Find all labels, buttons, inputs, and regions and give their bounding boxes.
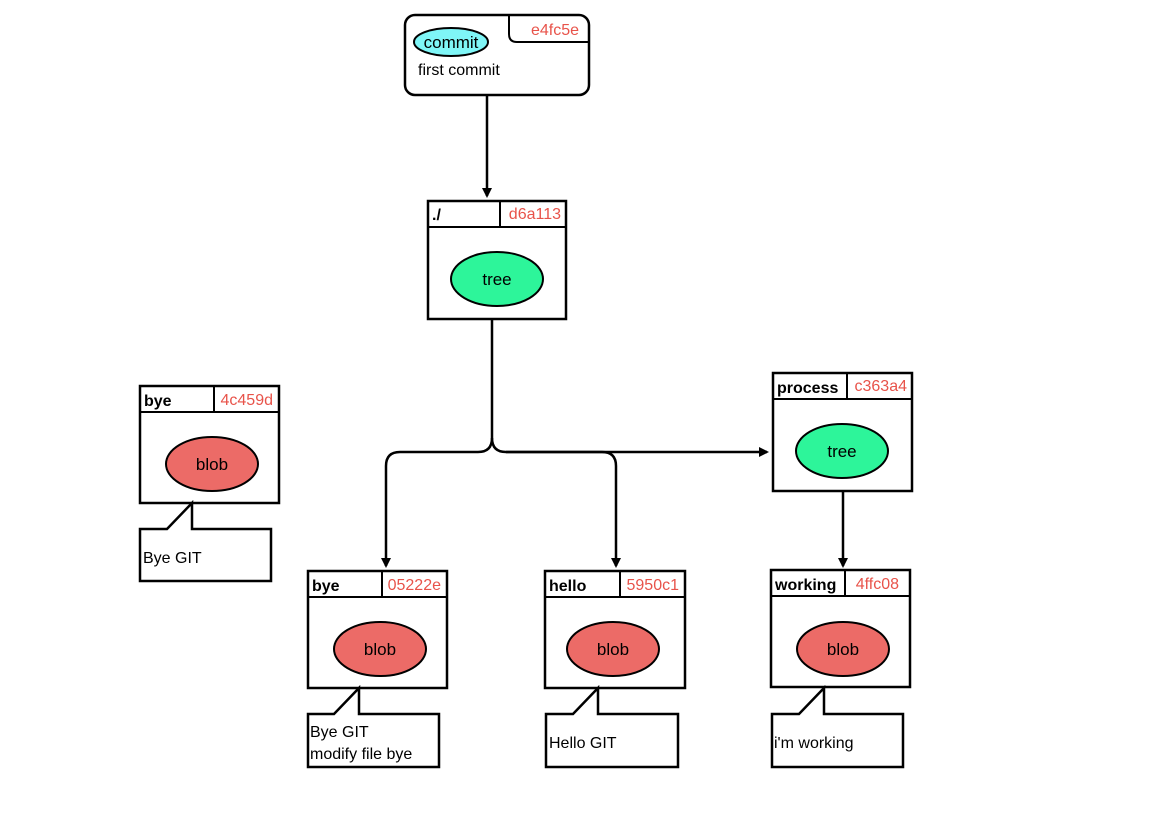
working-blob-type-label: blob (827, 640, 859, 659)
working-blob-content-callout: i'm working (770, 684, 905, 769)
hello-blob-type-ellipse (566, 621, 660, 677)
orphan-bye-blob-content-line: Bye GIT (143, 550, 202, 567)
hello-blob-type-label: blob (597, 640, 629, 659)
bye-blob-content-callout: Bye GIT modify file bye (306, 684, 441, 769)
commit-type-label: commit (424, 33, 479, 52)
process-tree-hash: c363a4 (855, 378, 908, 395)
commit-node: commit e4fc5e first commit (403, 13, 591, 97)
orphan-bye-blob-content-callout: Bye GIT (138, 499, 273, 583)
working-blob-name: working (774, 577, 836, 594)
commit-message: first commit (418, 62, 500, 79)
working-blob-type-ellipse (796, 621, 890, 677)
process-tree-type-ellipse (795, 423, 889, 479)
hello-blob-hash: 5950c1 (627, 577, 680, 594)
orphan-bye-blob-type-label: blob (196, 455, 228, 474)
process-tree-name: process (777, 380, 838, 397)
orphan-bye-blob-node: bye 4c459d blob (138, 384, 281, 505)
orphan-bye-blob-type-ellipse (165, 436, 259, 492)
commit-type-ellipse (413, 27, 489, 57)
hello-blob-node: hello 5950c1 blob (543, 569, 687, 690)
orphan-bye-blob-hash: 4c459d (221, 392, 274, 409)
root-tree-name: ./ (432, 207, 441, 224)
bye-blob-node: bye 05222e blob (306, 569, 449, 690)
hello-blob-content-line: Hello GIT (549, 735, 617, 752)
bye-blob-content-line-1: Bye GIT (310, 724, 369, 741)
root-tree-type-label: tree (482, 270, 511, 289)
root-tree-node: ./ d6a113 tree (426, 199, 568, 321)
process-tree-node: process c363a4 tree (771, 371, 914, 493)
bye-blob-name: bye (312, 578, 340, 595)
bye-blob-hash: 05222e (388, 577, 441, 594)
commit-hash: e4fc5e (531, 22, 579, 39)
bye-blob-type-ellipse (333, 621, 427, 677)
working-blob-node: working 4ffc08 blob (769, 568, 912, 689)
bye-blob-type-label: blob (364, 640, 396, 659)
hello-blob-content-callout: Hello GIT (544, 684, 680, 769)
edge-root-tree-to-hello-blob (490, 437, 621, 568)
hello-blob-name: hello (549, 578, 587, 595)
orphan-bye-blob-name: bye (144, 393, 172, 410)
bye-blob-content-line-2: modify file bye (310, 746, 412, 763)
root-tree-hash: d6a113 (509, 206, 561, 223)
process-tree-type-label: tree (827, 442, 856, 461)
working-blob-hash: 4ffc08 (856, 576, 899, 593)
working-blob-content-line: i'm working (774, 735, 854, 752)
root-tree-type-ellipse (450, 251, 544, 307)
edge-root-tree-to-bye-blob (381, 320, 494, 568)
